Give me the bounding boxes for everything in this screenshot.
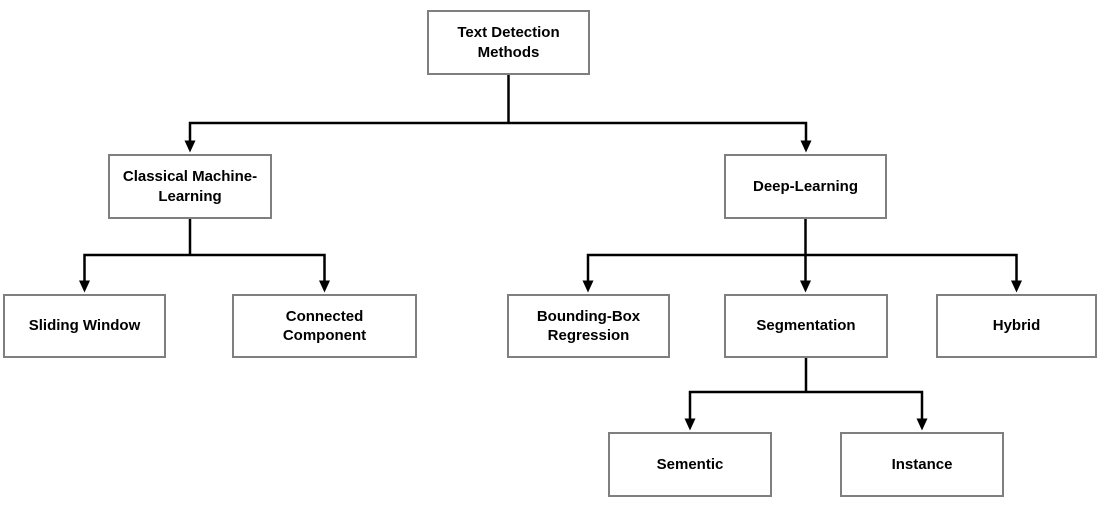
node-sliding-window: Sliding Window xyxy=(3,294,166,358)
edge-segmentation-to-children xyxy=(684,356,928,431)
arrow-down-icon xyxy=(184,140,196,153)
arrow-down-icon xyxy=(1011,280,1022,293)
node-sementic: Sementic xyxy=(608,432,772,497)
node-connected-component: Connected Component xyxy=(232,294,417,358)
node-segmentation: Segmentation xyxy=(724,294,888,358)
node-deep-learning: Deep-Learning xyxy=(724,154,887,219)
arrow-down-icon xyxy=(582,280,594,293)
edge-classical-to-children xyxy=(79,217,330,293)
arrow-down-icon xyxy=(916,418,928,431)
arrow-down-icon xyxy=(800,280,811,293)
node-instance: Instance xyxy=(840,432,1004,497)
edge-root-to-level2 xyxy=(184,73,812,153)
arrow-down-icon xyxy=(79,280,90,293)
node-hybrid: Hybrid xyxy=(936,294,1097,358)
arrow-down-icon xyxy=(684,418,696,431)
node-text-detection-methods: Text Detection Methods xyxy=(427,10,590,75)
node-bounding-box-regression: Bounding-Box Regression xyxy=(507,294,670,358)
arrow-down-icon xyxy=(319,280,330,293)
node-classical-machine-learning: Classical Machine- Learning xyxy=(108,154,272,219)
arrow-down-icon xyxy=(800,140,812,153)
edge-deep-to-children xyxy=(582,217,1022,293)
